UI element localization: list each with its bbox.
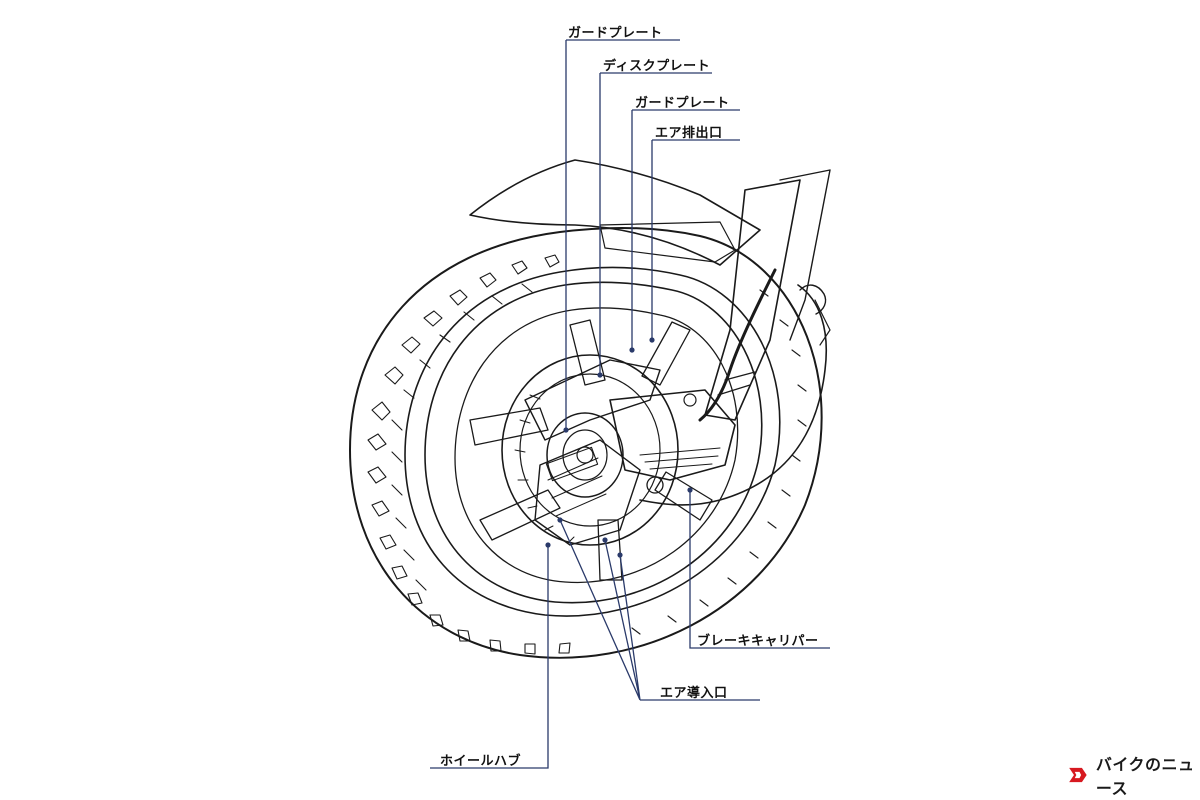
label-wheel-hub: ホイールハブ <box>440 754 522 769</box>
guard-plate <box>524 359 661 441</box>
tire-inner <box>404 266 781 617</box>
wheel-hub <box>546 412 624 498</box>
site-logo: バイクのニュース <box>1066 755 1200 798</box>
tire-outer <box>349 227 823 659</box>
label-brake-caliper: ブレーキキャリパー <box>697 634 819 649</box>
leader-dots <box>545 337 693 558</box>
leader-disc-plate <box>599 72 712 375</box>
leader-wheel-hub <box>430 545 549 769</box>
label-air-exhaust: エア排出口 <box>655 126 723 141</box>
brake-caliper <box>609 389 736 481</box>
leader-guard-plate-second <box>631 109 740 350</box>
leader-air-intake <box>559 519 760 701</box>
brake-hose <box>698 268 777 422</box>
disc-plate <box>501 354 679 546</box>
label-air-intake: エア導入口 <box>660 686 728 701</box>
label-guard-plate-second: ガードプレート <box>635 96 730 111</box>
logo-mark-icon <box>1069 767 1087 783</box>
tire-tread <box>367 254 807 655</box>
leader-air-exhaust <box>651 139 740 340</box>
leader-guard-plate-top <box>565 39 680 430</box>
leader-brake-caliper <box>689 490 830 649</box>
label-guard-plate-top: ガードプレート <box>568 26 663 41</box>
logo-text: バイクのニュース <box>1095 755 1195 798</box>
front-fender <box>469 159 761 266</box>
label-disc-plate: ディスクプレート <box>603 59 711 74</box>
front-fork <box>704 179 801 421</box>
rim-outer <box>424 281 763 604</box>
rim-inner <box>454 307 739 584</box>
